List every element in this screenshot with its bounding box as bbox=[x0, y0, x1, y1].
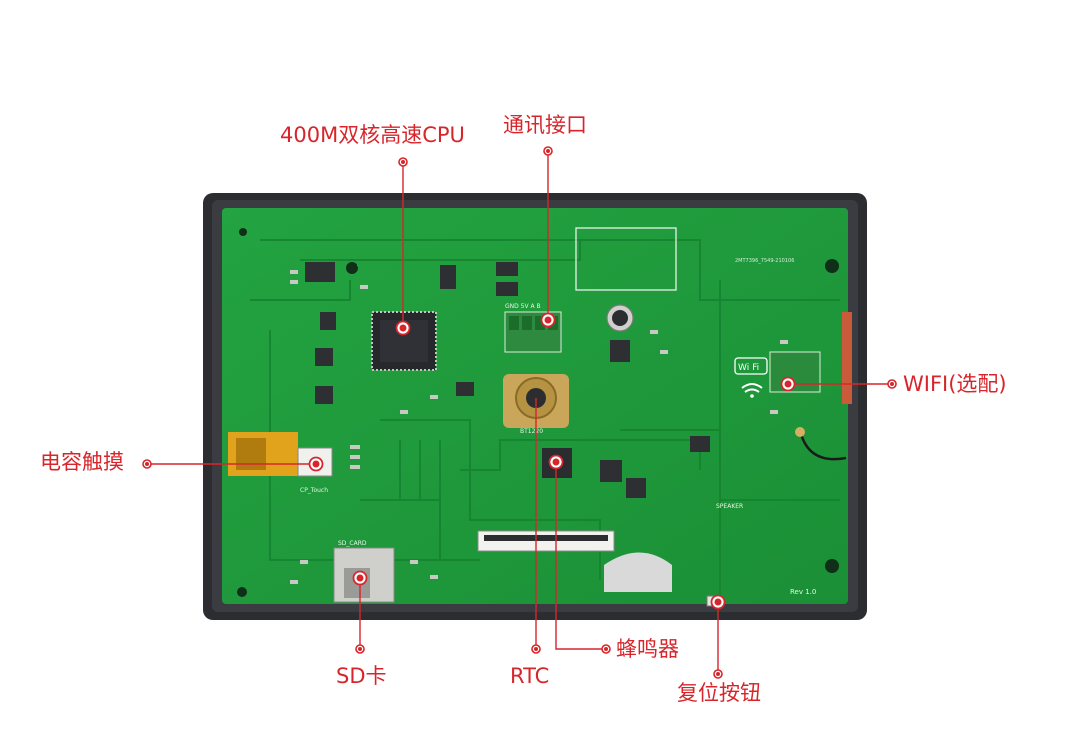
pcb-traces bbox=[250, 239, 840, 600]
callout-rtc: RTC bbox=[510, 664, 550, 688]
callout-wifi: WIFI(选配) bbox=[903, 372, 1007, 396]
mounting-holes bbox=[237, 228, 839, 597]
rtc-silkscreen: BT1220 bbox=[520, 428, 543, 435]
serial-silkscreen: 2MT7396_7549-210106 bbox=[735, 258, 794, 264]
svg-text:Wi Fi: Wi Fi bbox=[738, 363, 759, 373]
callout-sd-card: SD卡 bbox=[336, 664, 387, 688]
callout-reset-button: 复位按钮 bbox=[677, 681, 761, 705]
speaker-pad bbox=[604, 552, 672, 592]
sd-silkscreen: SD_CARD bbox=[338, 540, 367, 547]
antenna-connector bbox=[795, 427, 805, 437]
terminal-silkscreen: GND 5V A B bbox=[505, 303, 541, 310]
silkscreen-box bbox=[575, 227, 677, 291]
touch-silkscreen: CP_Touch bbox=[300, 487, 328, 494]
revision-silkscreen: Rev 1.0 bbox=[790, 588, 816, 596]
callout-capacitive-touch: 电容触摸 bbox=[40, 450, 124, 474]
capacitor-top bbox=[612, 310, 628, 326]
wifi-logo: Wi Fi bbox=[734, 357, 768, 398]
callout-comm-interface: 通讯接口 bbox=[503, 113, 587, 137]
fpc-latch bbox=[484, 535, 608, 541]
callout-buzzer: 蜂鸣器 bbox=[616, 637, 679, 661]
speaker-silkscreen: SPEAKER bbox=[716, 503, 743, 510]
callout-lines bbox=[147, 151, 892, 674]
callout-cpu: 400M双核高速CPU bbox=[280, 123, 465, 147]
callout-markers bbox=[142, 146, 897, 679]
smd-components bbox=[305, 262, 710, 498]
antenna-strip bbox=[842, 312, 852, 404]
